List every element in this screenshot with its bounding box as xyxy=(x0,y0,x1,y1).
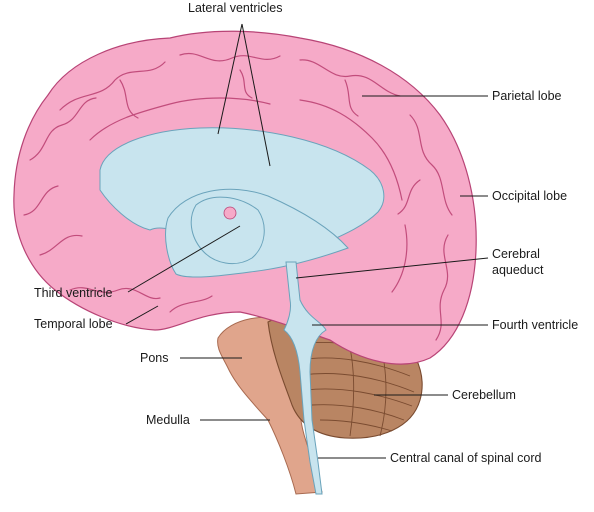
label-temporal-lobe: Temporal lobe xyxy=(34,317,113,331)
aqueduct-and-fourth-ventricle xyxy=(283,261,327,495)
label-cerebral-aqueduct-1: Cerebral xyxy=(492,247,540,261)
label-cerebellum: Cerebellum xyxy=(452,388,516,402)
leader-cerebral-aqueduct xyxy=(295,257,489,279)
leader-temporal-lobe xyxy=(125,305,159,325)
interthalamic-adhesion xyxy=(223,206,237,220)
label-central-canal: Central canal of spinal cord xyxy=(390,451,542,465)
label-fourth-ventricle: Fourth ventricle xyxy=(492,318,578,332)
third-ventricle-shape xyxy=(190,196,265,265)
label-parietal-lobe: Parietal lobe xyxy=(492,89,562,103)
label-cerebral-aqueduct-2: aqueduct xyxy=(492,263,544,277)
leader-third-ventricle xyxy=(127,225,241,293)
cerebrum-gyri xyxy=(23,52,453,341)
leader-lateral-ventricles-a xyxy=(217,23,243,135)
label-medulla: Medulla xyxy=(146,413,190,427)
label-lateral-ventricles: Lateral ventricles xyxy=(188,1,283,15)
label-pons: Pons xyxy=(140,351,169,365)
leader-lines xyxy=(125,23,489,459)
label-third-ventricle: Third ventricle xyxy=(34,286,113,300)
label-occipital-lobe: Occipital lobe xyxy=(492,189,567,203)
leader-lateral-ventricles-b xyxy=(241,23,271,167)
